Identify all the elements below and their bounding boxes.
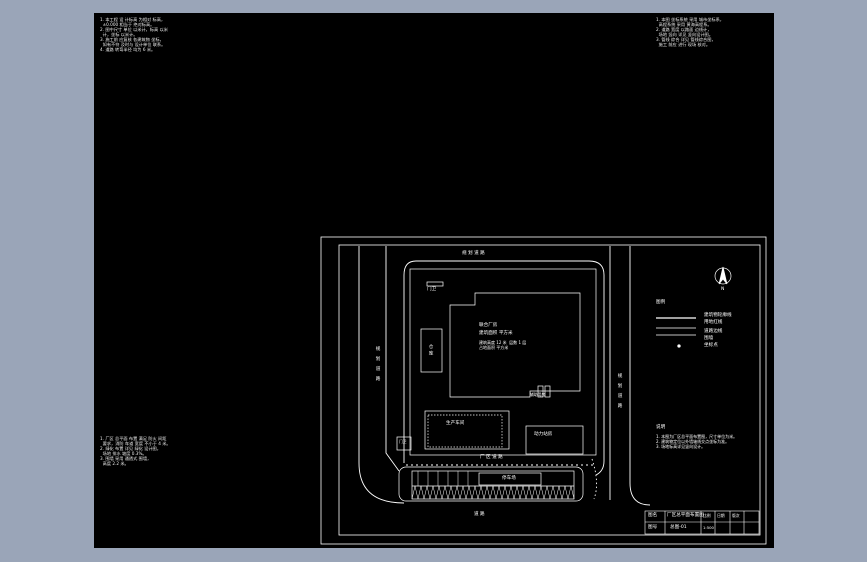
title-block-date-label: 日期 <box>717 513 725 518</box>
guard-house-top-label: 门卫 <box>427 287 437 292</box>
workshop-a-outline <box>424 410 510 450</box>
main-building-note-label: 建筑高度 12 米 层数 1 层 占地面积 平方米 <box>479 340 527 350</box>
legend-item-building: 建筑物轮廓线 <box>704 313 732 318</box>
title-block-drawing-name: 厂区总平面布置图 <box>667 513 704 518</box>
site-inner-boundary <box>409 268 597 456</box>
parking-outline <box>398 466 584 502</box>
road-west-outer <box>358 246 405 504</box>
road-east-right <box>629 246 651 506</box>
main-building-label: 联合厂房 <box>479 323 498 328</box>
title-block-scale-label: 比例 <box>703 513 711 518</box>
road-label-south-inner: 厂 区 道 路 <box>480 455 503 460</box>
title-block-scale-value: 1:500 <box>703 525 714 530</box>
roads-group <box>358 246 651 506</box>
annex-small-1 <box>537 385 544 398</box>
title-block-drawing-number: 总图-01 <box>670 525 687 530</box>
workshop-b-label: 动力站房 <box>534 432 553 437</box>
title-block-version-label: 版次 <box>732 513 740 518</box>
title-block-row1-left: 图名 <box>648 513 658 518</box>
annex-small-2 <box>544 385 551 398</box>
drawing-frame-outer <box>320 236 767 545</box>
road-label-south: 道 路 <box>474 512 485 517</box>
legend-item-wall: 围墙 <box>704 336 714 341</box>
site-boundary <box>416 260 605 476</box>
guard-house-bottom <box>396 436 412 451</box>
parking-inner <box>411 470 575 500</box>
north-arrow-icon <box>714 266 732 285</box>
parking-stalls <box>417 471 469 486</box>
guard-house-top <box>426 281 444 287</box>
legend-swatch-point <box>677 344 681 348</box>
annex-block-left <box>420 328 443 373</box>
parking-shed <box>478 472 542 486</box>
workshop-a-inner <box>427 414 503 448</box>
site-plan-drawing <box>320 236 767 545</box>
legend-notes: 1. 本图为厂区总平面布置图，尺寸单位为米。 2. 建筑物定位以外墙轴线交点坐标… <box>656 434 738 449</box>
road-label-east: 规 划 道 路 <box>617 373 622 410</box>
title-block-row2-left: 图号 <box>648 525 658 530</box>
site-inner-group <box>396 268 597 456</box>
storage-long-label: 仓库 <box>428 344 433 358</box>
main-building-area-label: 建筑面积 平方米 <box>479 331 513 336</box>
legend-title: 图例 <box>656 300 666 305</box>
legend-item-road-edge: 道路边线 <box>704 329 723 334</box>
road-label-north: 规 划 道 路 <box>462 251 485 256</box>
main-building-outline <box>449 292 581 398</box>
road-west-inner <box>385 246 400 472</box>
drawing-frame-inner <box>338 244 761 536</box>
legend-graphics-group <box>656 317 696 348</box>
north-arrow-label: N <box>721 287 725 292</box>
legend-notes-title: 说明 <box>656 425 666 430</box>
cad-viewport[interactable]: 1. 本工程 设 计标高 为相对 标高， ±0.000 相当于 绝对标高。 2.… <box>94 13 774 548</box>
note-block-left-mid: 1. 厂区 总平面 布置 满足 防火 间距 要求，消防 车道 宽度 不小于 4 … <box>100 436 171 466</box>
legend-item-point: 坐标点 <box>704 343 718 348</box>
title-block-grid <box>644 510 760 535</box>
note-block-top-right: 1. 本图 坐标系统 采用 城市坐标系， 高程系统 采用 黄海高程系。 2. 道… <box>656 17 724 47</box>
road-label-west: 规 划 道 路 <box>375 346 380 383</box>
legend-item-red-line: 用地红线 <box>704 320 723 325</box>
guard-house-bottom-label: 门卫 <box>399 439 407 444</box>
note-block-top-left: 1. 本工程 设 计标高 为相对 标高， ±0.000 相当于 绝对标高。 2.… <box>100 17 168 52</box>
workshop-a-label: 生产车间 <box>446 421 465 426</box>
site-boundary-west <box>403 260 417 463</box>
parking-truss <box>411 485 575 500</box>
parking-label: 停车场 <box>502 476 516 481</box>
workshop-b-outline <box>525 425 584 455</box>
main-building-annex-label: 辅助用房 <box>530 392 546 397</box>
parking-group <box>398 466 584 502</box>
